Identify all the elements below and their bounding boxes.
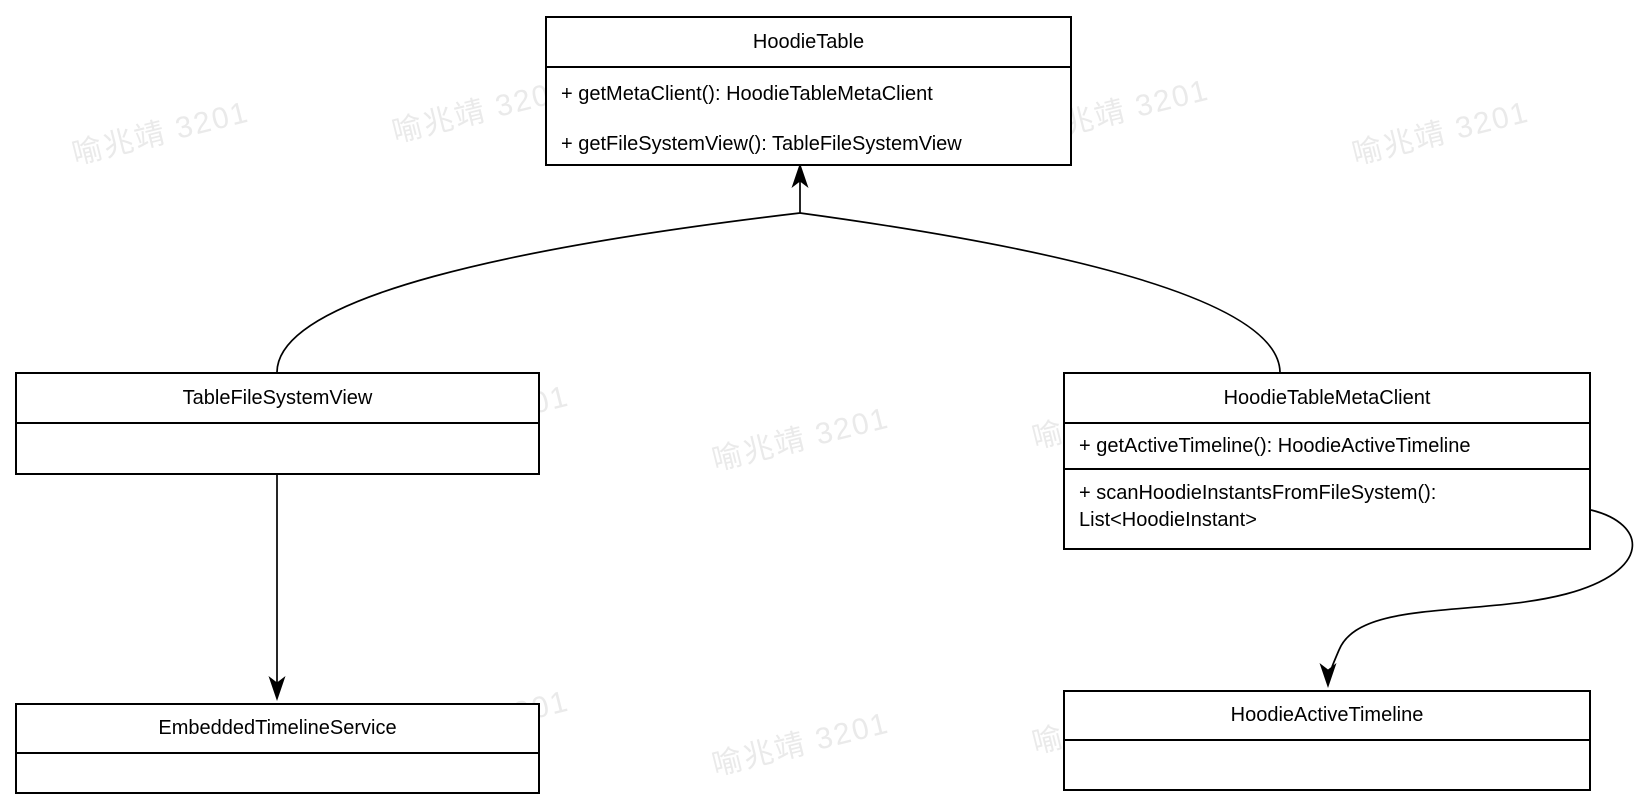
method-label: + getFileSystemView(): TableFileSystemVi… <box>561 133 962 155</box>
empty-compartment <box>1065 741 1589 789</box>
class-title: HoodieActiveTimeline <box>1065 692 1589 741</box>
arrowhead-down-icon <box>1319 663 1337 688</box>
arrowhead-down-icon <box>268 676 286 701</box>
class-title: EmbeddedTimelineService <box>17 705 538 754</box>
empty-compartment <box>17 424 538 471</box>
class-title: TableFileSystemView <box>17 374 538 424</box>
empty-compartment <box>17 754 538 792</box>
class-box-tablefilesystemview: TableFileSystemView <box>15 372 540 475</box>
arrow-hoodietablemetaclient-to-hoodietable <box>799 212 1281 373</box>
class-box-embeddedtimelineservice: EmbeddedTimelineService <box>15 703 540 794</box>
method-label: + getMetaClient(): HoodieTableMetaClient <box>561 83 933 105</box>
methods-compartment: + getMetaClient(): HoodieTableMetaClient… <box>547 68 1070 164</box>
arrowhead-up-icon <box>791 163 809 188</box>
class-box-hoodietable: HoodieTable + getMetaClient(): HoodieTab… <box>545 16 1072 166</box>
arrow-hoodietablemetaclient-to-hoodieactivetimeline <box>1328 509 1634 679</box>
arrow-tablefilesystemview-to-hoodietable <box>276 212 801 373</box>
class-box-hoodieactivetimeline: HoodieActiveTimeline <box>1063 690 1591 791</box>
class-box-hoodietablemetaclient: HoodieTableMetaClient + getActiveTimelin… <box>1063 372 1591 550</box>
class-title: HoodieTable <box>547 18 1070 68</box>
method-label: + getActiveTimeline(): HoodieActiveTimel… <box>1065 424 1589 470</box>
class-title: HoodieTableMetaClient <box>1065 374 1589 424</box>
method-label: + scanHoodieInstantsFromFileSystem(): Li… <box>1079 482 1437 531</box>
